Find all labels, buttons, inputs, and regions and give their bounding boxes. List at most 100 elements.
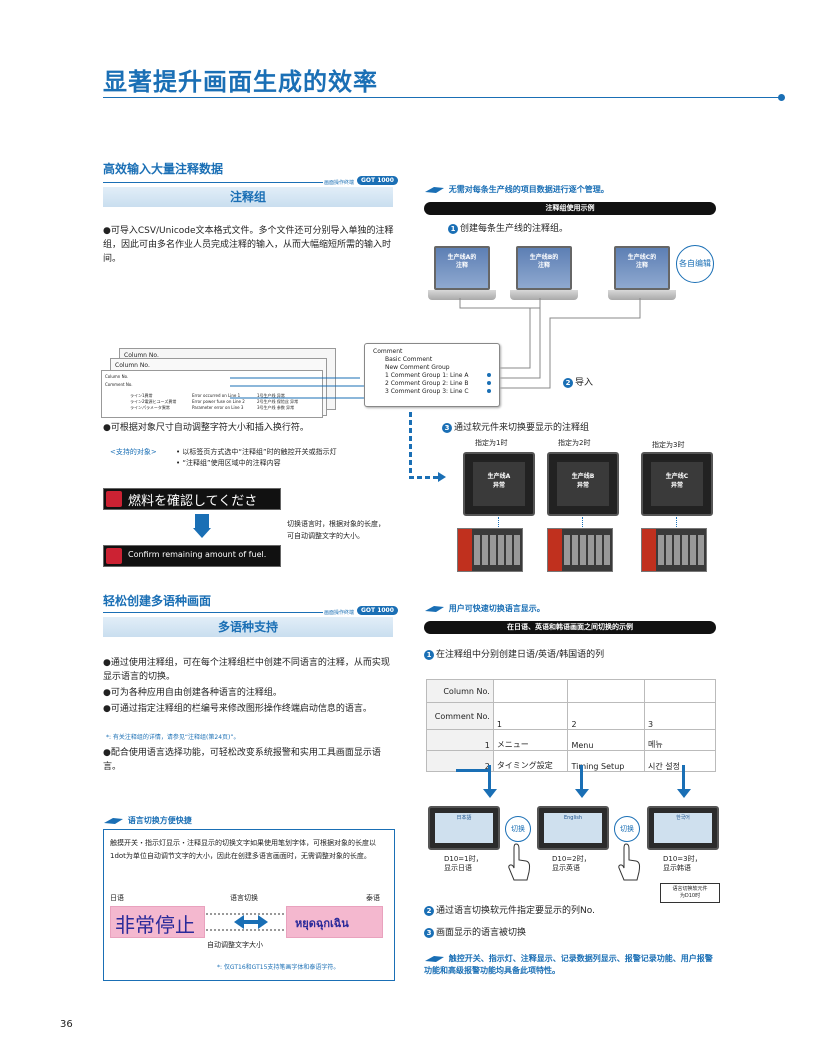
- band-multilang: 多语种支持: [103, 617, 393, 637]
- section-heading-comment-input: 高效输入大量注释数据: [103, 162, 224, 176]
- label-lang-switch: 语言切换: [230, 894, 258, 902]
- tree-root: Comment: [373, 348, 403, 355]
- tree-item[interactable]: New Comment Group: [385, 364, 450, 371]
- tree-item[interactable]: 1 Comment Group 1: Line A: [385, 372, 469, 379]
- table-row: 2 タイミング設定 Timing Setup 시간 설정: [426, 750, 717, 772]
- step-number-icon: 1: [424, 649, 434, 660]
- monitor-text: 生产线C 异常: [651, 462, 703, 506]
- cell: [643, 679, 717, 703]
- screen-label: 日本語: [435, 813, 493, 843]
- table-row: 1 メニュー Menu 메뉴: [426, 729, 717, 751]
- table-comment-label: Comment No.: [105, 382, 133, 387]
- spec-2: 指定为2时: [558, 439, 591, 447]
- laptop-base: [428, 290, 496, 300]
- lang-switch-box: [103, 829, 395, 981]
- table-col-label: Column No.: [105, 374, 129, 379]
- jp-emergency-text: 非常停止: [115, 913, 195, 937]
- ref-label: 画面操作终端: [324, 180, 355, 186]
- step1-text: 在注释组中分别创建日语/英语/韩国语的列: [436, 650, 605, 660]
- step1-text: 创建每条生产线的注释组。: [460, 224, 569, 234]
- table-row-en: Error occurred on Line 1 Error power fus…: [192, 393, 245, 411]
- down-arrow-icon: [575, 789, 589, 798]
- link-dots: [582, 517, 584, 529]
- bullet-multilang-2: ●可为各种应用自由创建各种语言的注释组。: [103, 688, 282, 698]
- laptop-base: [608, 290, 676, 300]
- hint-lang-switch: 语言切换方便快捷: [103, 815, 192, 826]
- cell-jp: メニュー: [492, 729, 569, 751]
- title-rule: [103, 97, 783, 98]
- table-tree-connectors: [230, 377, 380, 399]
- laptop-line-c: 生产线C的 注释: [608, 246, 676, 300]
- jp-alarm-text: 燃料を確認してください。: [128, 494, 258, 528]
- hint-quick-switch: 用户可快速切换语言显示。: [424, 603, 545, 614]
- tree-item[interactable]: 2 Comment Group 2: Line B: [385, 380, 469, 387]
- tree-item[interactable]: 3 Comment Group 3: Line C: [385, 388, 469, 395]
- laptop-screen: 生产线A的 注释: [434, 246, 490, 290]
- th-emergency-box: หยุดฉุกเฉิน: [286, 906, 383, 938]
- link-dots: [498, 517, 500, 529]
- arrow-stem: [488, 765, 491, 789]
- down-arrow-stem: [195, 514, 209, 528]
- double-arrow-icon: [206, 913, 286, 931]
- step2-text: 通过语言切换软元件指定要显示的列No.: [436, 906, 595, 916]
- spec-1: 指定为1时: [475, 439, 508, 447]
- cell: 3号生产线 参数 异常: [257, 405, 295, 410]
- section-rule: [103, 182, 323, 183]
- switch-button-1[interactable]: 切换: [505, 816, 531, 842]
- en-alarm-bar: Confirm remaining amount of fuel.: [103, 545, 281, 567]
- arrow-stem: [682, 765, 685, 789]
- hint-features: 触控开关、指示灯、注释显示、记录数据列显示、报警记录功能、用户报警功能和高级报警…: [424, 953, 718, 977]
- row-number: 2: [426, 750, 494, 772]
- lang-comment-table: Column No. Comment No. 1 2 3 1 メニュー Menu…: [426, 679, 717, 772]
- page-number: 36: [60, 1019, 73, 1030]
- pointing-hand-icon: [424, 604, 446, 614]
- foot-note-thai: *: 仅GT16和GT15支持笔画字体和泰语字符。: [217, 964, 340, 971]
- link-dots: [676, 517, 678, 529]
- edit-individually-badge: 各自编辑: [676, 245, 714, 283]
- step3-text: 通过软元件来切换要显示的注释组: [454, 423, 590, 433]
- switch-button-2[interactable]: 切换: [614, 816, 640, 842]
- en-alarm-text: Confirm remaining amount of fuel.: [128, 550, 267, 559]
- step-number-icon: 2: [424, 905, 434, 916]
- step-number-icon: 1: [448, 223, 458, 234]
- hmi-monitor-b: 生产线B 异常: [547, 452, 619, 516]
- got-pill: GOT 1000: [357, 606, 398, 615]
- comment-table-stack: Column No. Column No. Column No. Comment…: [101, 348, 336, 418]
- auto-size-label: 自动调整文字大小: [207, 941, 263, 949]
- section-heading-multilang: 轻松创建多语种画面: [103, 594, 212, 608]
- step3-text: 画面显示的语言被切换: [436, 928, 527, 938]
- laptop-line-a: 生产线A的 注释: [428, 246, 496, 300]
- pointing-hand-icon: [103, 816, 125, 826]
- hand-pointer-icon: [618, 843, 641, 881]
- band-comment-group: 注释组: [103, 187, 393, 207]
- label-japanese: 日语: [110, 894, 124, 902]
- tree-dot: [487, 373, 491, 377]
- tree-item[interactable]: Basic Comment: [385, 356, 433, 363]
- pointing-hand-icon: [424, 954, 446, 964]
- cell: ラインパラメータ異常: [130, 405, 170, 410]
- note-comment-group: *: 有关注释组的详情，请参见“注释组(第24页)”。: [106, 734, 240, 741]
- support-item-2: • “注释组”使用区域中的注释内容: [176, 459, 281, 467]
- cell: ライン2電源ヒユーズ異常: [130, 399, 177, 404]
- plc-unit-b: [547, 528, 613, 572]
- tree-dot: [487, 381, 491, 385]
- down-arrow-icon: [677, 789, 691, 798]
- warning-icon: [106, 548, 122, 564]
- step-number-icon: 2: [563, 377, 573, 388]
- resize-note-1: 切换语言时，根据对象的长度，: [287, 520, 385, 528]
- table-row-jp: ライン1異常 ライン2電源ヒユーズ異常 ラインパラメータ異常: [130, 393, 176, 411]
- cell: [567, 679, 645, 703]
- laptop-tree-connectors: [459, 298, 641, 389]
- hint-text: 语言切换方便快捷: [127, 816, 192, 825]
- cell: Error power fuse on Line 2: [192, 399, 245, 404]
- caption-d10-3: D10=3时， 显示韩语: [663, 855, 702, 872]
- got-pill: GOT 1000: [357, 176, 398, 185]
- support-label: <支持的对象>: [110, 448, 157, 456]
- hmi-monitor-a: 生产线A 异常: [463, 452, 535, 516]
- hint-no-per-line: 无需对每条生产线的项目数据进行逐个管理。: [424, 184, 609, 195]
